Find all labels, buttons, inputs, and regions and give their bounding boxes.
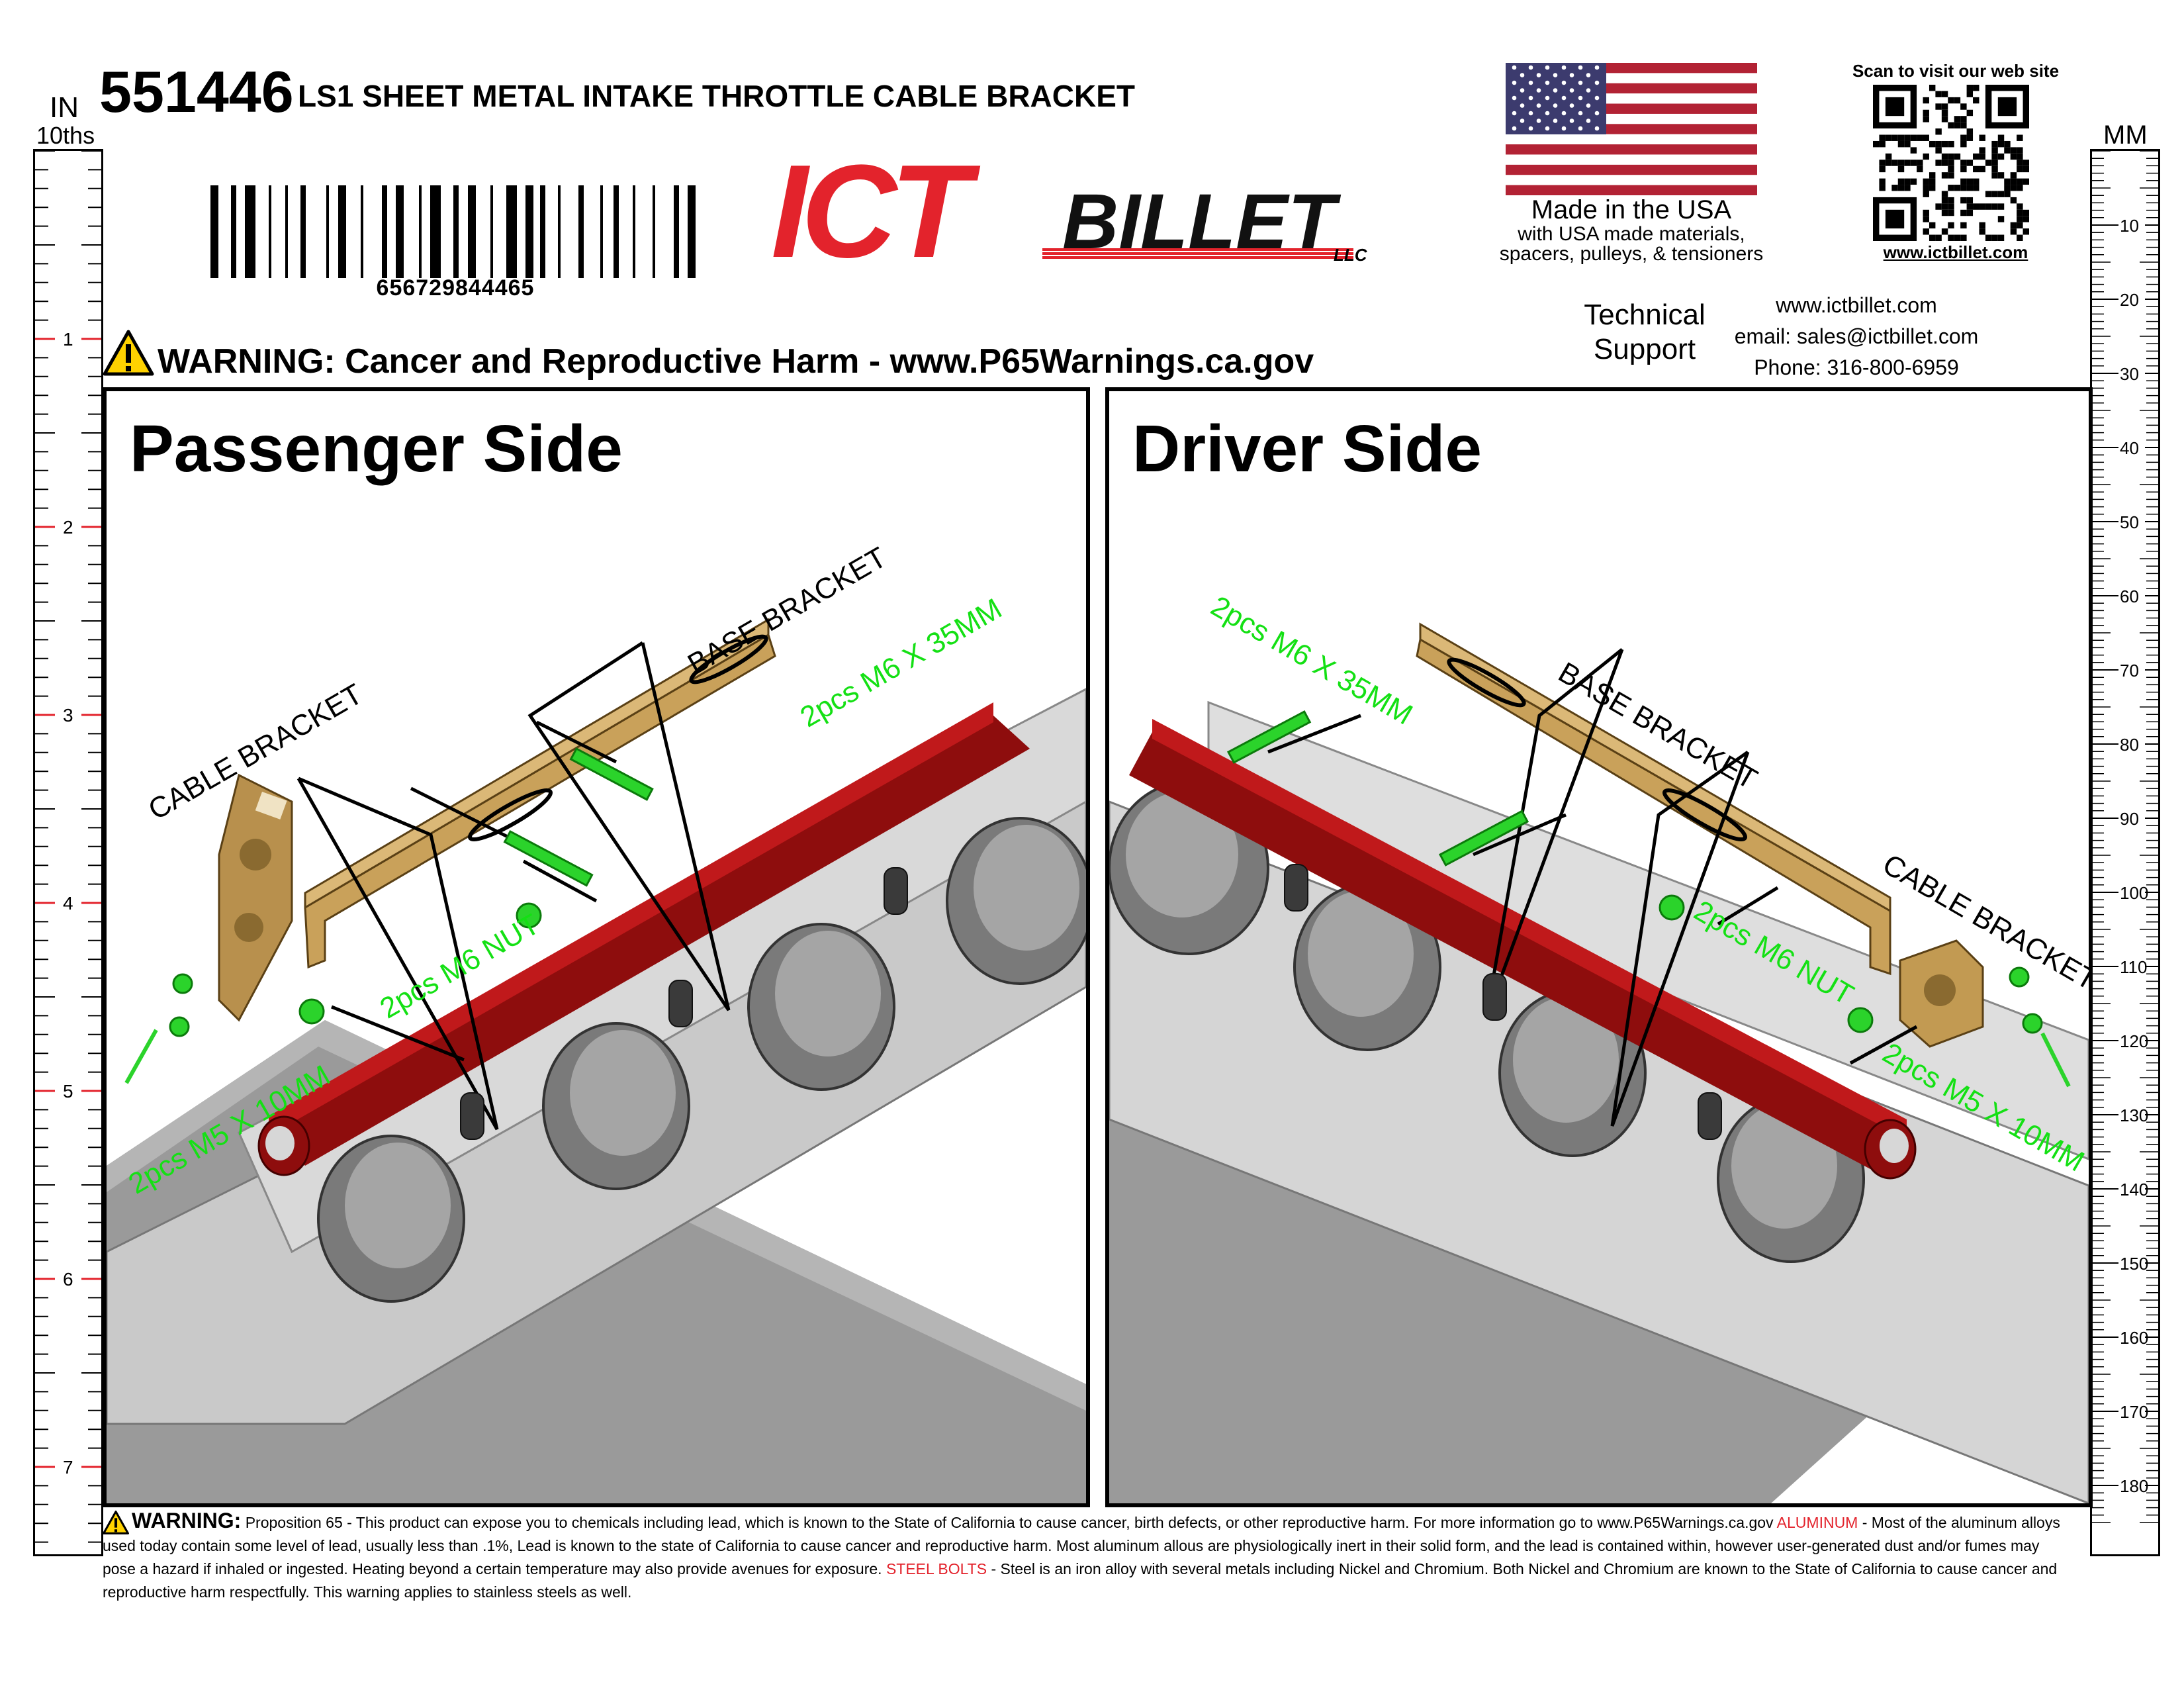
support-label-line1: Technical — [1584, 299, 1706, 331]
ruler-mm-label: 130 — [2120, 1105, 2148, 1125]
qr-caption-top: Scan to visit our web site — [1852, 61, 2060, 81]
passenger-side-panel: Passenger Side CABLE BRACKET BASE BRACKE… — [103, 387, 1090, 1507]
passenger-side-illustration — [107, 618, 1086, 1503]
ruler-mm-label: 20 — [2120, 290, 2139, 310]
ruler-inch-label: 7 — [63, 1457, 73, 1477]
support-phone: Phone: 316-800-6959 — [1754, 355, 1959, 379]
driver-side-title: Driver Side — [1132, 412, 1482, 486]
ruler-mm-label: 40 — [2120, 438, 2139, 458]
ruler-mm-label: 150 — [2120, 1254, 2148, 1274]
steel-bolts-label: STEEL BOLTS — [886, 1560, 987, 1577]
warning-triangle-icon — [103, 330, 154, 376]
mm-ruler: 10 20 30 40 50 60 70 80 90 100 110 120 130 140 150 160 1… — [2090, 149, 2160, 1556]
ruler-inch-label: 4 — [63, 893, 73, 914]
ruler-mm-label: 170 — [2120, 1402, 2148, 1422]
inch-ruler: 1 2 3 4 5 6 7 — [33, 149, 103, 1556]
usa-flag-icon — [1506, 63, 1757, 195]
top-warning: WARNING: Cancer and Reproductive Harm - … — [158, 342, 1314, 381]
made-in-usa-line3: spacers, pulleys, & tensioners — [1499, 243, 1764, 265]
logo-stripes — [1042, 248, 1353, 259]
driver-side-illustration — [1109, 622, 2089, 1503]
logo-llc-text: LLC — [1334, 245, 1367, 265]
ruler-mm-label: 50 — [2120, 512, 2139, 532]
made-in-usa: Made in the USA — [1531, 195, 1732, 224]
ruler-mm-label: 160 — [2120, 1328, 2148, 1348]
bottom-warning-heading: WARNING: — [132, 1509, 242, 1532]
ruler-mm-label: 30 — [2120, 364, 2139, 384]
ruler-mm-label: 90 — [2120, 809, 2139, 829]
passenger-side-title: Passenger Side — [130, 412, 623, 486]
support-label: Technical Support — [1578, 298, 1711, 367]
logo-ict-text: ICT — [771, 138, 971, 285]
ruler-in-unit: IN — [50, 91, 79, 124]
ruler-mm-label: 60 — [2120, 586, 2139, 606]
part-number: 551446 — [99, 59, 294, 124]
qr-code[interactable] — [1873, 85, 2029, 241]
ruler-mm-unit: MM — [2103, 120, 2148, 150]
made-in-usa-line2: with USA made materials, — [1518, 223, 1745, 245]
ruler-mm-label: 140 — [2120, 1180, 2148, 1199]
support-website[interactable]: www.ictbillet.com — [1776, 293, 1937, 317]
aluminum-label: ALUMINUM — [1776, 1514, 1858, 1531]
ruler-mm-label: 120 — [2120, 1031, 2148, 1051]
driver-side-panel: Driver Side 2pcs M6 X 35MM BASE BRACKET … — [1105, 387, 2093, 1507]
ruler-mm-label: 110 — [2120, 957, 2147, 977]
ruler-mm-label: 10 — [2120, 216, 2139, 236]
bottom-warning-text3: - Steel is an iron alloy with several me… — [103, 1560, 2058, 1601]
bottom-warning-text1: Proposition 65 - This product can expose… — [245, 1514, 1774, 1531]
ruler-inch-label: 2 — [63, 517, 73, 538]
bottom-warning: WARNING: Proposition 65 - This product c… — [103, 1509, 2062, 1604]
ruler-mm-label: 80 — [2120, 735, 2139, 755]
ruler-inch-label: 5 — [63, 1081, 73, 1102]
ruler-mm-label: 100 — [2120, 883, 2148, 903]
bottom-warning-text2: - Most of the aluminum alloys used today… — [103, 1514, 2060, 1577]
warning-triangle-icon — [103, 1511, 129, 1534]
support-email[interactable]: email: sales@ictbillet.com — [1734, 324, 1979, 348]
ruler-inch-label: 3 — [63, 705, 73, 726]
ict-billet-logo: ICT BILLET LLC — [771, 138, 1420, 285]
ruler-mm-label: 70 — [2120, 661, 2139, 680]
ruler-mm-label: 180 — [2120, 1476, 2148, 1496]
support-label-line2: Support — [1593, 333, 1696, 365]
ruler-inch-label: 6 — [63, 1269, 73, 1289]
ruler-in-subunit: 10ths — [36, 122, 95, 149]
qr-caption-bottom[interactable]: www.ictbillet.com — [1883, 242, 2028, 262]
ruler-inch-label: 1 — [63, 329, 73, 350]
barcode — [210, 185, 696, 278]
logo-billet-text: BILLET — [1062, 178, 1336, 265]
product-title: LS1 SHEET METAL INTAKE THROTTLE CABLE BR… — [298, 79, 1135, 113]
barcode-number: 656729844465 — [376, 275, 535, 301]
